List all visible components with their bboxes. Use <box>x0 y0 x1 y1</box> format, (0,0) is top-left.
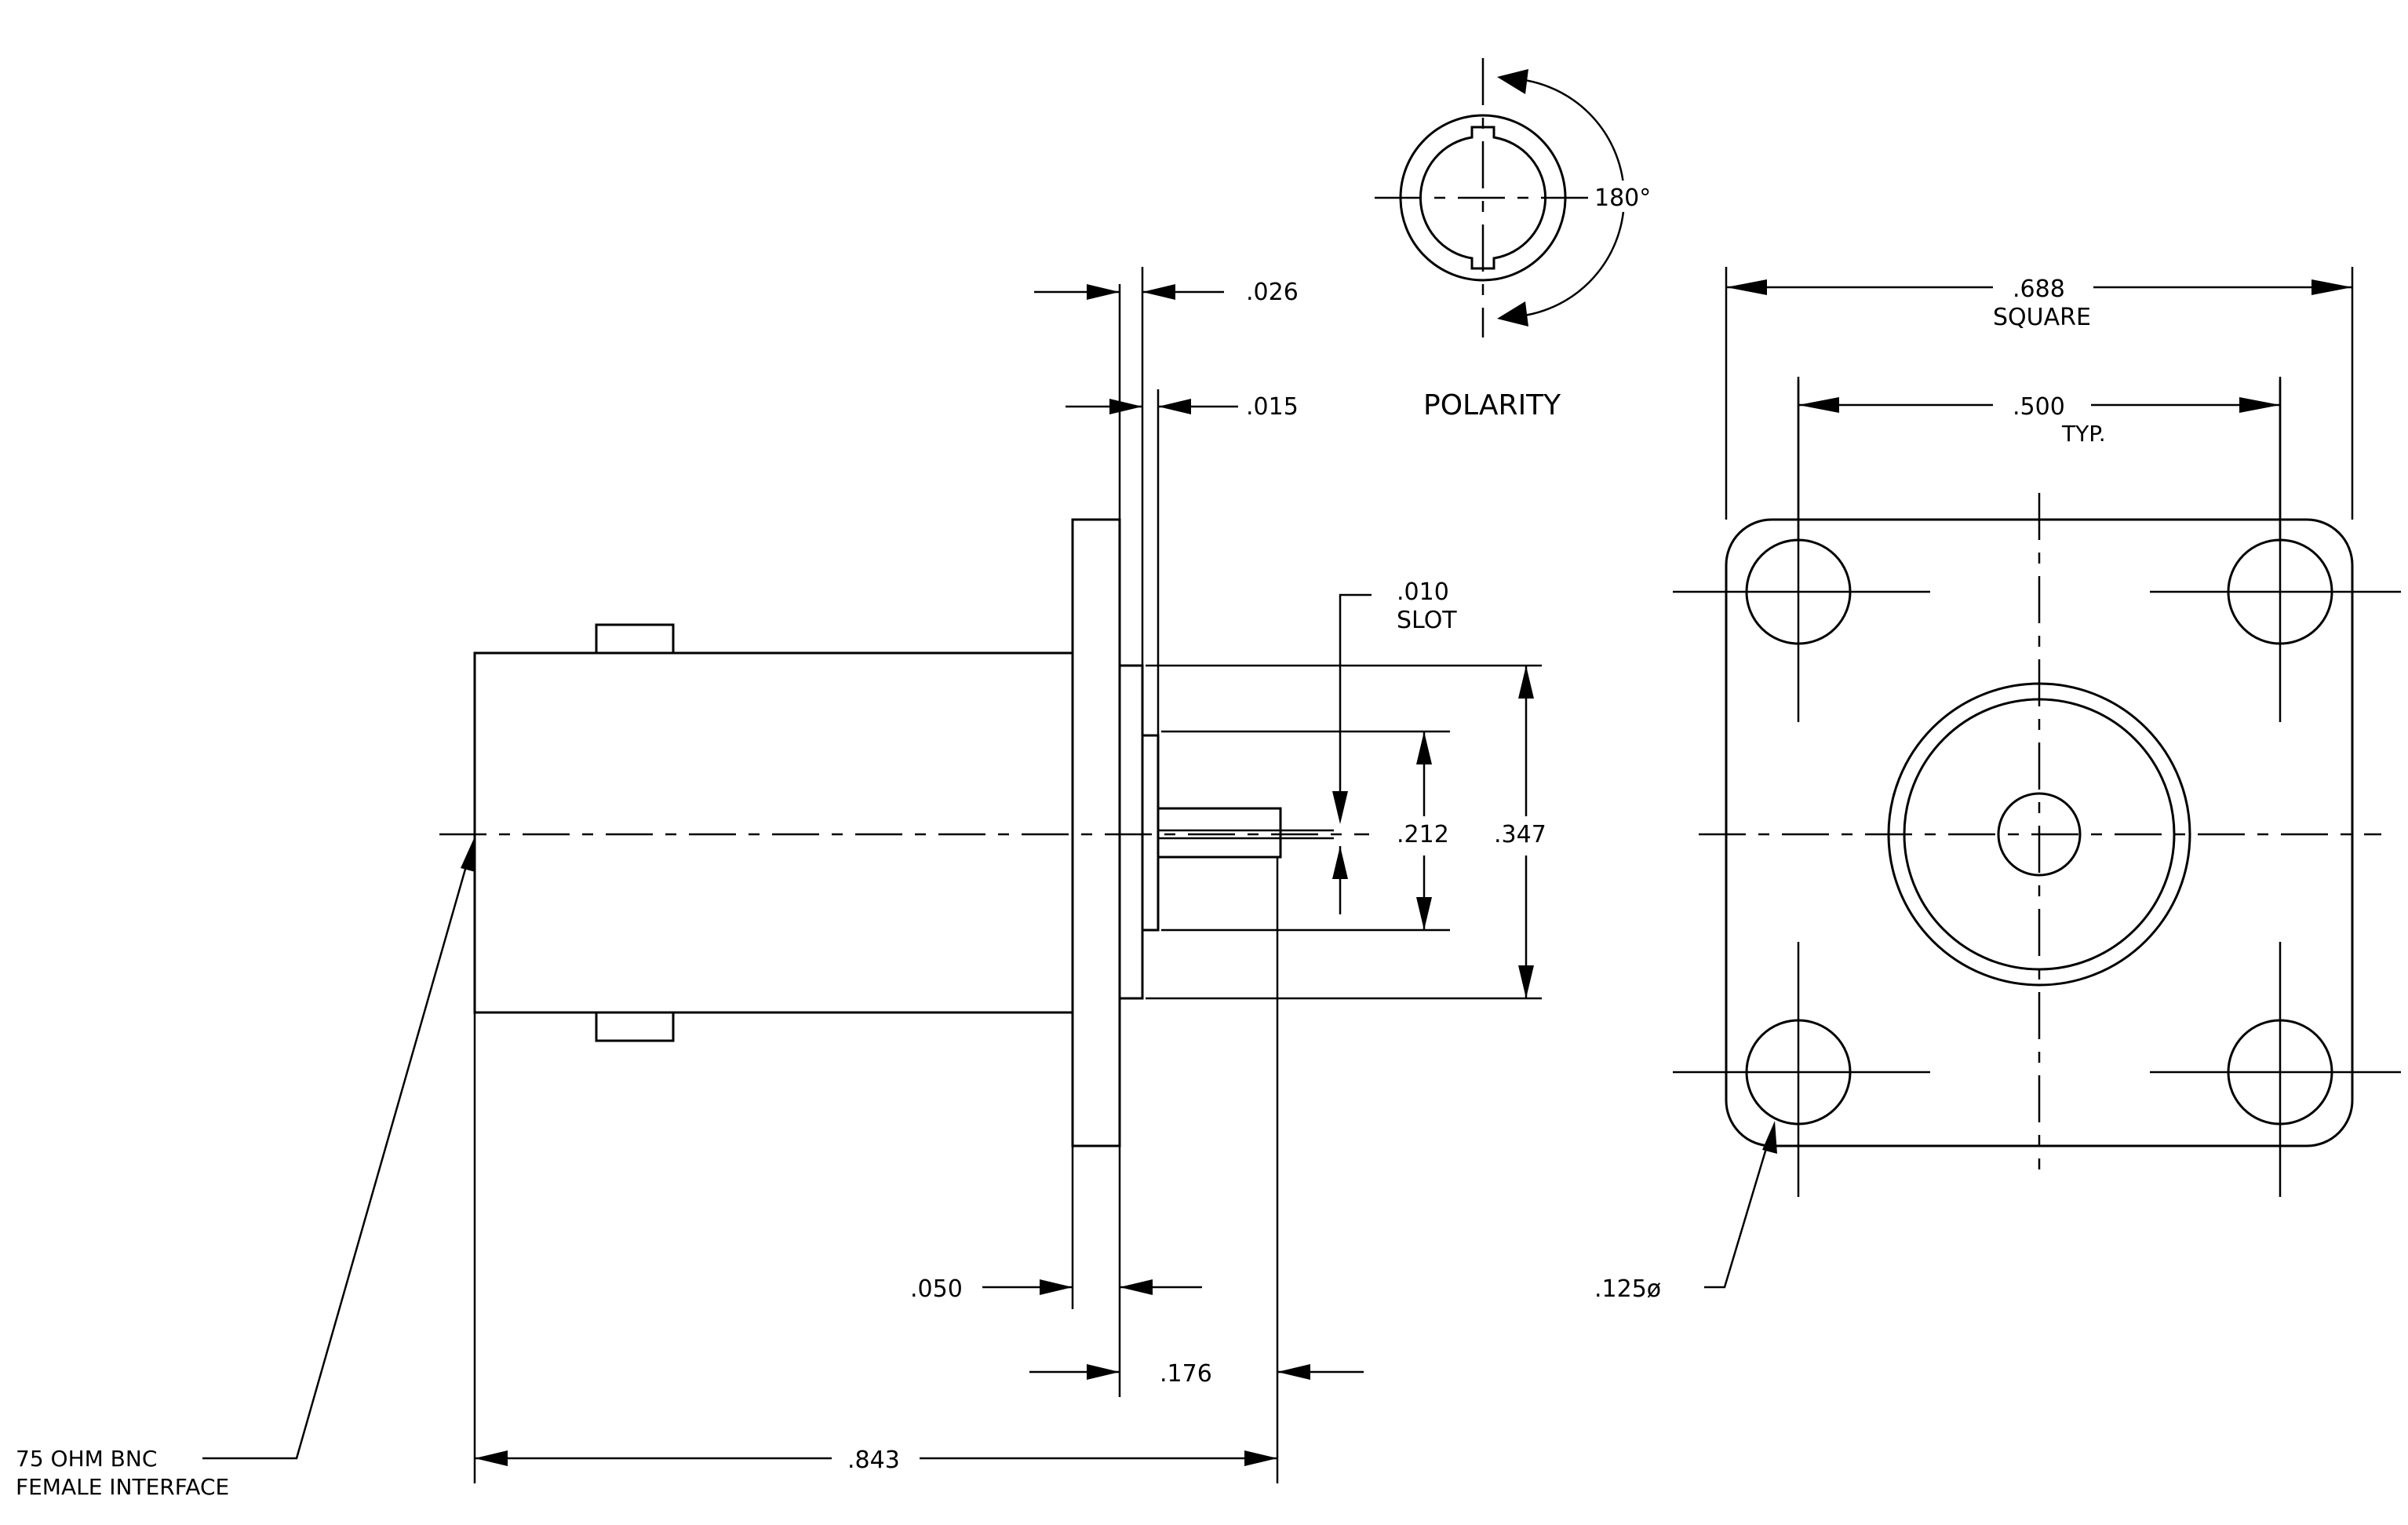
hole-dia-label: .125ø <box>1594 1275 1661 1303</box>
slot-leader <box>1339 593 1372 808</box>
hole-dia-leader <box>1704 1137 1771 1289</box>
bnc-body <box>473 651 1074 1014</box>
dim-026-label: .026 <box>1246 279 1299 306</box>
dim-050-label: .050 <box>910 1275 963 1303</box>
side-view: .026 .015 .010 SLOT .212 .347 <box>16 267 1546 1500</box>
insulator-step <box>1141 734 1160 932</box>
dim-500-label: .500 <box>2013 393 2065 421</box>
polarity-label: POLARITY <box>1423 389 1561 421</box>
dim-176-label: .176 <box>1160 1360 1212 1388</box>
angle-180-label: 180° <box>1594 184 1651 212</box>
dim-688-label: .688 <box>2013 275 2065 303</box>
bayonet-lug-bottom <box>595 1011 675 1042</box>
interface-label-line2: FEMALE INTERFACE <box>16 1474 229 1500</box>
front-view: .688 SQUARE .500 TYP. .125ø <box>1594 267 2401 1303</box>
bayonet-lug-top <box>595 623 675 655</box>
dim-843-label: .843 <box>847 1447 900 1474</box>
interface-label-line1: 75 OHM BNC <box>16 1446 157 1472</box>
contact-pin <box>1157 807 1282 859</box>
angle-label-mask <box>1593 181 1656 212</box>
polarity-keyed-bore <box>1419 126 1547 270</box>
polarity-view: 180° POLARITY <box>1375 58 1656 421</box>
gasket-plate <box>1118 664 1144 1000</box>
center-contact <box>1997 792 2082 877</box>
dim-212-label: .212 <box>1397 821 1449 848</box>
typ-label: TYP. <box>2061 421 2106 447</box>
slot-label: SLOT <box>1397 607 1457 634</box>
dim-010-label: .010 <box>1397 578 1449 606</box>
interface-leader <box>202 849 472 1460</box>
flange <box>1071 518 1121 1147</box>
dim-347-label: .347 <box>1494 821 1546 848</box>
square-label: SQUARE <box>1993 304 2091 331</box>
dim-015-label: .015 <box>1246 393 1299 421</box>
